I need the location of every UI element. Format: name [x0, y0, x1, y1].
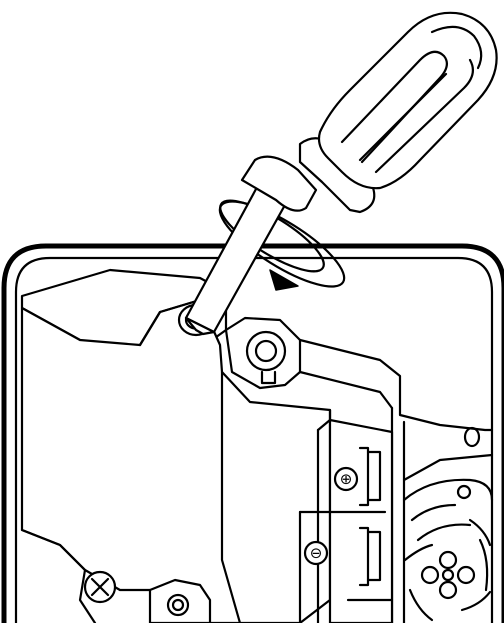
positive-symbol: ⊕	[340, 470, 353, 488]
negative-symbol: ⊖	[310, 544, 323, 562]
speaker-grille	[404, 480, 492, 620]
screwdriver-handle	[319, 13, 497, 188]
positive-terminal: ⊕	[335, 468, 357, 490]
negative-terminal: ⊖	[305, 542, 327, 564]
mounting-boss	[226, 318, 300, 388]
bottom-standoff	[150, 580, 210, 623]
phillips-screw	[85, 572, 115, 602]
screwdriver	[186, 13, 497, 334]
